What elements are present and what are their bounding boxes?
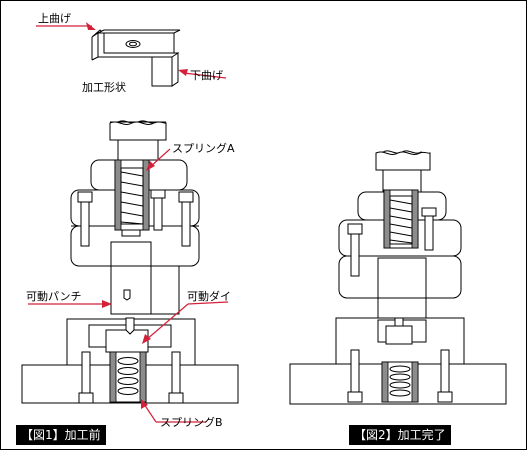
fig2-caption: 【図2】加工完了: [349, 425, 451, 445]
upper-bend-label: 上曲げ: [38, 12, 71, 25]
upper-bend-leader: [36, 22, 96, 30]
lower-bend-leader: [178, 69, 227, 79]
part-shape: [91, 29, 181, 87]
fig1-caption: 【図1】加工前: [16, 425, 106, 445]
fig2-assembly: [289, 150, 507, 405]
spring-b-label: スプリングB: [160, 415, 223, 429]
movable-punch-leader: [28, 300, 112, 308]
fig1-assembly: [21, 120, 239, 404]
movable-punch-label: 可動パンチ: [26, 289, 82, 303]
spring-a-label: スプリングA: [172, 141, 235, 155]
movable-die-leader: [142, 301, 229, 344]
movable-die-label: 可動ダイ: [187, 289, 231, 303]
shape-label: 加工形状: [82, 80, 126, 94]
spring-b-leader: [141, 399, 206, 423]
spring-a-leader: [146, 148, 171, 171]
lower-bend-label: 下曲げ: [190, 69, 223, 82]
